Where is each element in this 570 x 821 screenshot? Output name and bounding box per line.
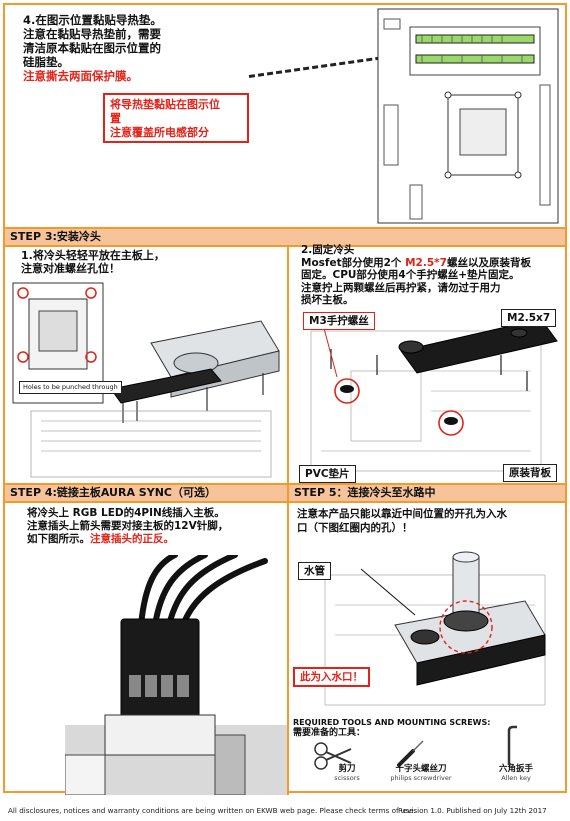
step-3-divider xyxy=(287,245,289,483)
step-3-bar: STEP 3:安装冷头 xyxy=(5,227,565,247)
step-3-right-text: 2.固定冷头 Mosfet部分使用2个 M2.5*7螺丝以及原装背板 固定。CP… xyxy=(301,244,563,307)
step-4-text: 将冷头上 RGB LED的4PIN线插入主板。 注意插头上箭头需要对接主板的12… xyxy=(27,507,285,546)
instruction-sheet: 4.在图示位置黏贴导热垫。 注意在黏贴导热垫前，需要 清洁原本黏贴在图示位置的 … xyxy=(3,3,567,795)
thermal-pad-line-3: 硅脂垫。 xyxy=(23,55,69,69)
step-4-line-1: 将冷头上 RGB LED的4PIN线插入主板。 xyxy=(27,507,225,519)
footer-revision: Revision 1.0. Published on July 12th 201… xyxy=(398,806,547,815)
screw-mounting-illustration xyxy=(310,316,558,472)
holes-label: Holes to be punched through xyxy=(19,381,122,394)
tool-screwdriver-cn: 十字头螺丝刀 xyxy=(395,764,447,774)
water-inlet-illustration xyxy=(324,551,546,706)
original-backplate-label: 原装背板 xyxy=(503,464,557,482)
thermal-pad-title: 4.在图示位置黏贴导热垫。 xyxy=(23,13,162,27)
tool-allen-key-en: Allen key xyxy=(501,774,531,782)
step-3-left-text: 1.将冷头轻轻平放在主板上， 注意对准螺丝孔位！ xyxy=(21,249,283,275)
step-3-right-title: 2.固定冷头 xyxy=(301,244,355,256)
tool-scissors: 剪刀 scissors xyxy=(317,765,377,783)
thermal-pad-instructions: 4.在图示位置黏贴导热垫。 注意在黏贴导热垫前，需要 清洁原本黏贴在图示位置的 … xyxy=(23,13,213,83)
tool-allen-key-cn: 六角扳手 xyxy=(498,764,533,774)
pvc-washer-label: PVC垫片 xyxy=(299,465,356,483)
m25x7-screw-label: M2.5x7 xyxy=(501,309,557,327)
scissors-icon xyxy=(314,742,352,770)
step-5-text: 注意本产品只能以靠近中间位置的开孔为入水 口（下图红圈内的孔）！ xyxy=(297,507,563,535)
required-tools-title-cn: 需要准备的工具： xyxy=(293,728,366,738)
step-4-line-3: 如下图所示。注意插头的正反。 xyxy=(27,533,285,546)
required-tools-title-en: REQUIRED TOOLS AND MOUNTING SCREWS: xyxy=(293,718,491,727)
step-3-line-1-part-c: 螺丝以及原装背板 xyxy=(446,256,531,269)
step-4-warning: 注意插头的正反。 xyxy=(90,533,174,545)
water-pipe-label: 水管 xyxy=(298,562,331,580)
step-3-line-1-part-a: Mosfet部分使用2个 xyxy=(301,256,406,269)
step-3-left-line-1: 1.将冷头轻轻平放在主板上， xyxy=(21,249,165,262)
tool-allen-key: 六角扳手 Allen key xyxy=(481,765,551,783)
tool-screwdriver-en: philips screwdriver xyxy=(390,774,452,782)
tool-scissors-en: scissors xyxy=(334,774,360,782)
thermal-pad-line-1: 注意在黏贴导热垫前，需要 xyxy=(23,27,161,41)
allen-key-icon xyxy=(507,725,517,765)
callout-line-3: 注意覆盖所电感部分 xyxy=(110,126,209,139)
step-4-line-2: 注意插头上箭头需要对接主板的12V针脚， xyxy=(27,520,229,532)
step-5-divider xyxy=(287,501,289,795)
tool-screwdriver: 十字头螺丝刀 philips screwdriver xyxy=(381,765,461,783)
step-3-right-line-4: 损坏主板。 xyxy=(301,294,354,306)
screw-spec-m25: M2.5*7 xyxy=(405,256,447,269)
motherboard-top-illustration xyxy=(377,8,559,224)
waterblock-placement-illustration xyxy=(12,282,280,478)
step-5-line-2: 口（下图红圈内的孔）！ xyxy=(297,522,413,534)
callout-line-1: 将导热垫黏贴在图示位 xyxy=(110,98,220,111)
tool-scissors-cn: 剪刀 xyxy=(338,764,356,774)
screwdriver-icon xyxy=(397,740,424,767)
step-3-left-line-2: 注意对准螺丝孔位！ xyxy=(21,262,120,275)
callout-line-2: 置 xyxy=(110,112,121,125)
m3-thumbscrew-label: M3手拧螺丝 xyxy=(303,312,375,330)
thermal-pad-line-2: 清洁原本黏贴在图示位置的 xyxy=(23,41,161,55)
step-4-line-3-part-a: 如下图所示。 xyxy=(27,533,90,545)
thermal-pad-callout-box: 将导热垫黏贴在图示位 置 注意覆盖所电感部分 xyxy=(103,93,249,143)
required-tools-title: REQUIRED TOOLS AND MOUNTING SCREWS: 需要准备… xyxy=(293,718,490,738)
water-inlet-label: 此为入水口！ xyxy=(293,667,370,687)
step-5-line-1: 注意本产品只能以靠近中间位置的开孔为入水 xyxy=(297,508,507,520)
rgb-header-photo xyxy=(65,555,287,795)
step-4-bar: STEP 4:链接主板AURA SYNC（可选） xyxy=(5,483,287,503)
step-3-right-line-2: 固定。CPU部分使用4个手拧螺丝+垫片固定。 xyxy=(301,269,520,281)
step-5-bar: STEP 5：连接冷头至水路中 xyxy=(287,483,565,503)
thermal-pad-warning: 注意撕去两面保护膜。 xyxy=(23,69,138,83)
step-3-right-line-1: Mosfet部分使用2个 M2.5*7螺丝以及原装背板 xyxy=(301,257,563,270)
step-3-right-line-3: 注意拧上两颗螺丝后再拧紧，请勿过于用力 xyxy=(301,281,501,294)
footer-disclaimer: All disclosures, notices and warranty co… xyxy=(8,806,416,815)
thermal-pad-section: 4.在图示位置黏贴导热垫。 注意在黏贴导热垫前，需要 清洁原本黏贴在图示位置的 … xyxy=(5,5,565,227)
